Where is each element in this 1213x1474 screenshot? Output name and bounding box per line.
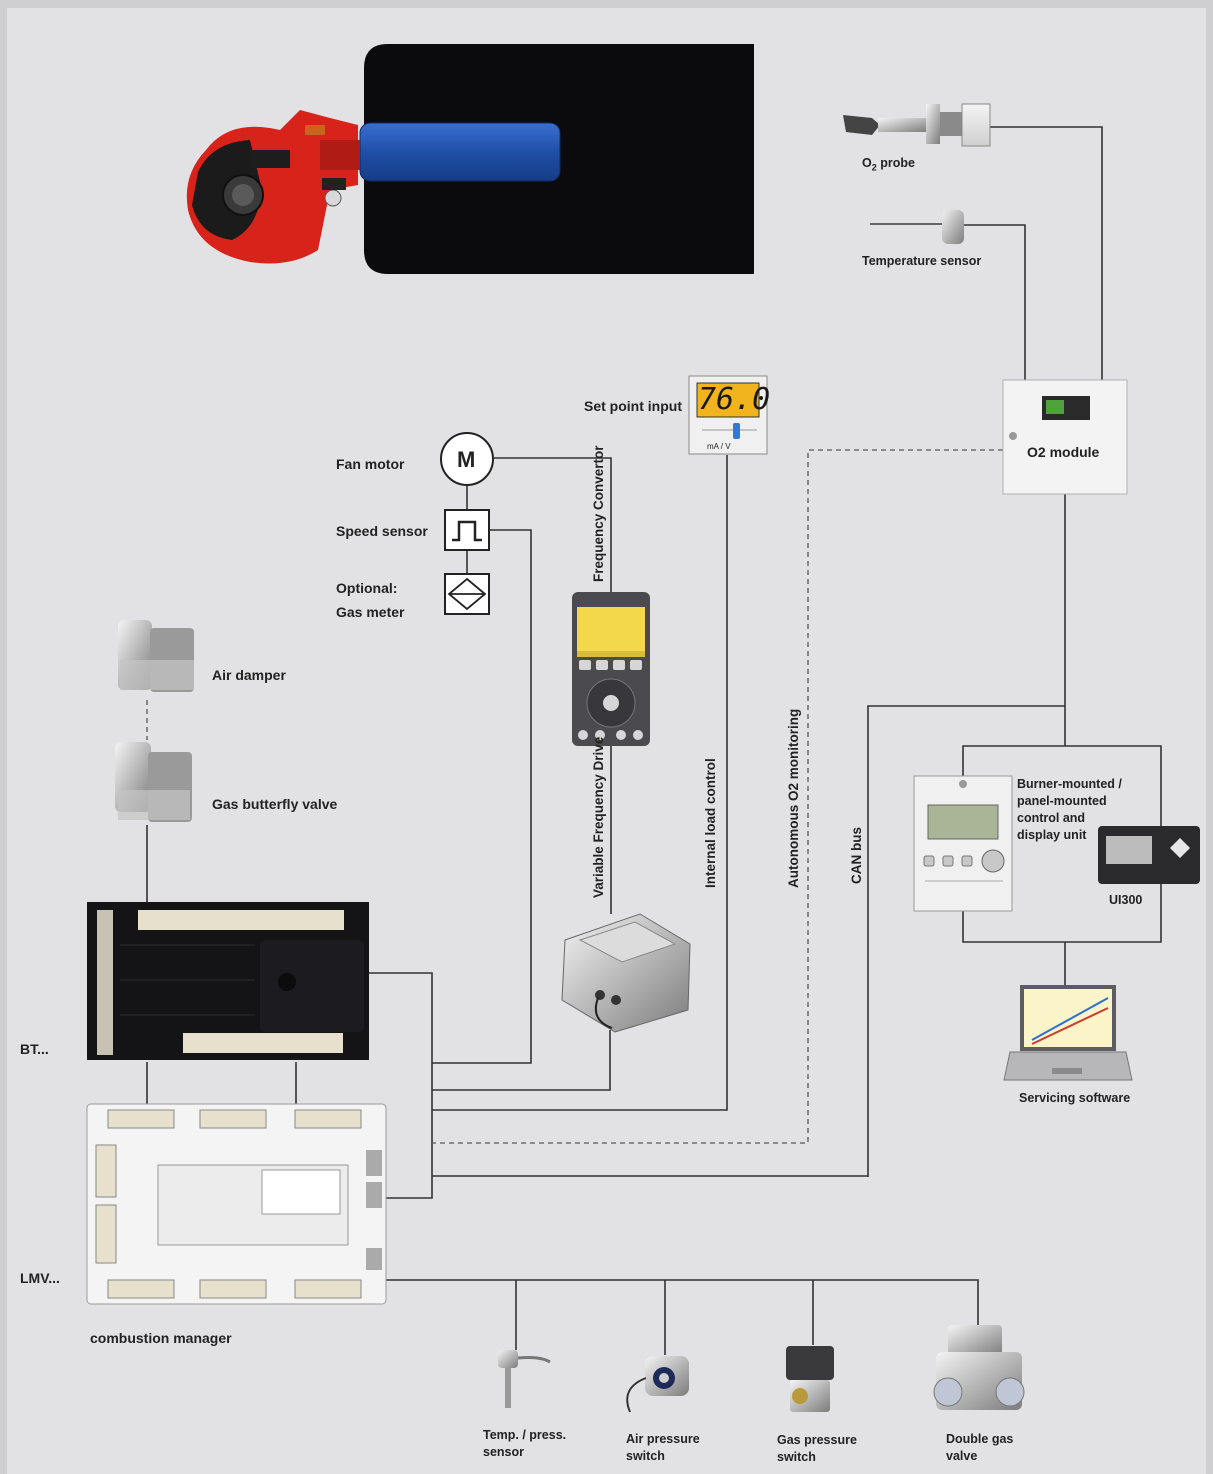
set-point-value: 76.0 — [698, 382, 771, 417]
boiler-illustration — [359, 44, 754, 274]
gas-pressure-switch-label-2: switch — [777, 1450, 816, 1464]
double-gas-valve-illustration — [933, 1325, 1025, 1410]
gas-butterfly-actuator — [115, 742, 192, 822]
combustion-manager-label: combustion manager — [90, 1330, 232, 1346]
ui300-device — [1098, 826, 1200, 884]
air-damper-label: Air damper — [212, 667, 286, 683]
burner-mounted-label-3: control and — [1017, 811, 1086, 825]
servicing-software-label: Servicing software — [1019, 1091, 1131, 1105]
wire-set-point — [432, 455, 728, 1111]
air-damper-actuator — [118, 620, 194, 692]
speed-sensor-label: Speed sensor — [336, 523, 428, 539]
lmv-label: LMV... — [20, 1270, 60, 1286]
temp-press-sensor-label-2: sensor — [483, 1445, 524, 1459]
wire-bottom-bus — [386, 1279, 979, 1325]
autonomous-o2-monitoring-label: Autonomous O2 monitoring — [786, 708, 801, 888]
lmv-module — [86, 1103, 387, 1305]
wire-ui-bus-top — [962, 745, 1162, 826]
gas-butterfly-valve-label: Gas butterfly valve — [212, 796, 338, 812]
display-unit — [913, 775, 1013, 912]
burner-mounted-label-1: Burner-mounted / — [1017, 777, 1122, 791]
frequency-convertor-keypad — [572, 592, 650, 746]
set-point-input-label: Set point input — [584, 398, 682, 414]
gas-pressure-switch-illustration — [786, 1346, 834, 1412]
fan-motor-label: Fan motor — [336, 456, 405, 472]
o2-probe-label: O2 probe — [862, 156, 915, 173]
wire-o2-probe — [990, 126, 1103, 380]
variable-frequency-drive — [561, 913, 691, 1033]
air-pressure-switch-label-2: switch — [626, 1449, 665, 1463]
gas-pressure-switch-label-1: Gas pressure — [777, 1433, 857, 1447]
o2-module-label: O2 module — [1027, 444, 1100, 460]
temperature-sensor-illustration — [870, 210, 964, 244]
wires — [146, 126, 1162, 1355]
wire-o2-monitoring-dashed — [432, 449, 1003, 1144]
wire-ui-bus-bottom — [962, 884, 1162, 943]
air-pressure-switch-illustration — [626, 1356, 689, 1413]
double-gas-valve-label-2: valve — [946, 1449, 978, 1463]
burner-mounted-label-4: display unit — [1017, 828, 1087, 842]
o2-probe-illustration — [843, 103, 991, 147]
fan-motor-symbol — [440, 432, 494, 486]
burner-illustration — [186, 110, 360, 264]
bt-label: BT... — [20, 1041, 49, 1057]
servicing-laptop — [1003, 985, 1133, 1081]
wire-can-top — [867, 705, 1065, 1177]
wire-fan-motor — [494, 457, 612, 592]
air-pressure-switch-label-1: Air pressure — [626, 1432, 700, 1446]
wire-speed-sensor — [432, 529, 532, 1064]
gas-meter-symbol — [444, 573, 490, 615]
wire-temperature-sensor — [962, 224, 1026, 380]
frequency-convertor-label: Frequency Convertor — [591, 445, 606, 582]
double-gas-valve-label-1: Double gas — [946, 1432, 1014, 1446]
optional-gas-meter-label-1: Optional: — [336, 580, 398, 596]
wire-vfd-lmv — [432, 1030, 611, 1091]
ui300-label: UI300 — [1109, 893, 1143, 907]
temp-press-sensor-label-1: Temp. / press. — [483, 1428, 567, 1442]
set-point-unit: mA / V — [707, 442, 731, 451]
can-bus-label: CAN bus — [849, 827, 864, 884]
burner-mounted-label-2: panel-mounted — [1017, 794, 1107, 808]
internal-load-control-label: Internal load control — [703, 758, 718, 888]
set-point-device — [688, 375, 768, 455]
temp-press-sensor-illustration — [498, 1350, 551, 1408]
speed-sensor-symbol — [444, 509, 490, 551]
optional-gas-meter-label-2: Gas meter — [336, 604, 405, 620]
temperature-sensor-label: Temperature sensor — [862, 254, 982, 268]
variable-frequency-drive-label: Variable Frequency Drive — [591, 736, 606, 898]
motor-symbol-letter: M — [457, 447, 476, 472]
o2-module-device — [1002, 379, 1128, 495]
bt-module — [87, 902, 369, 1060]
wire-bt-trunk — [367, 972, 433, 1199]
